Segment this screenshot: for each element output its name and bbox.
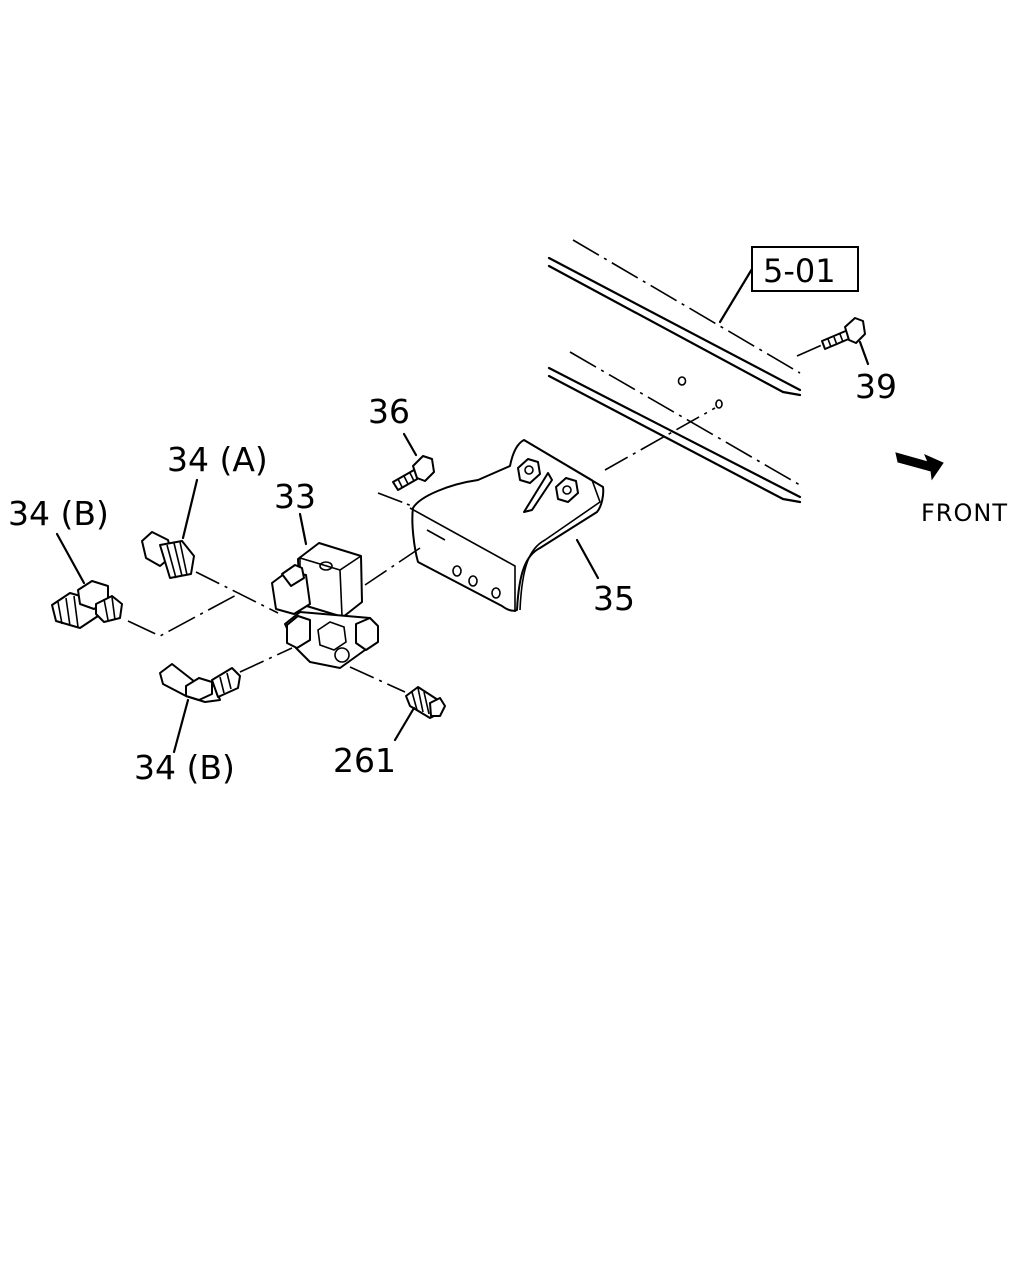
callout-34a: 34 (A) xyxy=(167,440,268,479)
callout-39: 39 xyxy=(855,367,897,406)
callout-34b-bottom: 34 (B) xyxy=(134,748,235,787)
callout-34b-top: 34 (B) xyxy=(8,494,109,533)
frame-rail xyxy=(547,239,802,504)
callout-261: 261 xyxy=(333,741,396,780)
tee-fitting-34b[interactable]: 34 (B) xyxy=(8,494,241,637)
callout-33: 33 xyxy=(274,477,316,516)
front-label: FRONT xyxy=(921,499,1008,527)
front-arrow-icon xyxy=(895,452,944,481)
solenoid-valve-33[interactable]: 33 xyxy=(271,477,421,669)
bolt-36[interactable]: 36 xyxy=(368,392,446,541)
callout-36: 36 xyxy=(368,392,410,431)
callout-35: 35 xyxy=(593,579,635,618)
plug-261[interactable]: 261 xyxy=(333,666,446,780)
bracket-35[interactable]: 35 xyxy=(409,407,716,618)
bolt-39[interactable]: 39 xyxy=(796,317,897,406)
front-direction: FRONT xyxy=(895,452,1008,527)
reference-box[interactable]: 5-01 xyxy=(718,246,859,324)
fitting-34a[interactable]: 34 (A) xyxy=(141,440,279,614)
elbow-fitting-34b[interactable]: 34 (B) xyxy=(134,647,293,787)
reference-box-label: 5-01 xyxy=(763,252,836,290)
